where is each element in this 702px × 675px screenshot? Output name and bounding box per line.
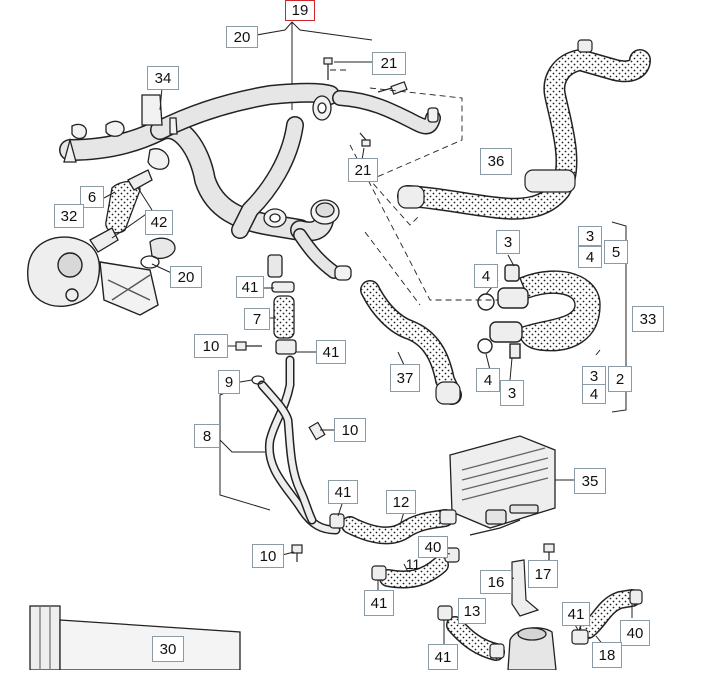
- callout-30[interactable]: 30: [152, 636, 184, 662]
- callout-41[interactable]: 41: [562, 602, 590, 626]
- pipe-outlets: [63, 94, 439, 281]
- callout-9[interactable]: 9: [218, 370, 240, 394]
- callout-20[interactable]: 20: [226, 26, 258, 48]
- callout-13[interactable]: 13: [458, 598, 486, 624]
- callout-4[interactable]: 4: [474, 264, 498, 288]
- callout-7[interactable]: 7: [244, 308, 270, 330]
- callout-35[interactable]: 35: [574, 468, 606, 494]
- callout-11[interactable]: 11: [405, 556, 421, 572]
- callout-3[interactable]: 3: [500, 380, 524, 406]
- callout-10[interactable]: 10: [252, 544, 284, 568]
- thermostat-housing: [507, 627, 557, 671]
- pipe-assembly-8: [257, 355, 341, 535]
- hose-37: [360, 280, 462, 405]
- callout-16[interactable]: 16: [480, 570, 512, 594]
- callout-36[interactable]: 36: [480, 148, 512, 175]
- callout-41[interactable]: 41: [236, 276, 264, 298]
- radiator: [29, 605, 241, 671]
- callout-40[interactable]: 40: [620, 620, 650, 646]
- callout-41[interactable]: 41: [328, 480, 358, 504]
- callout-34[interactable]: 34: [147, 66, 179, 90]
- callout-40[interactable]: 40: [418, 536, 448, 558]
- callout-41[interactable]: 41: [316, 340, 346, 364]
- callout-17[interactable]: 17: [528, 560, 558, 588]
- callout-10[interactable]: 10: [194, 334, 228, 358]
- small-hoses-upper: [89, 169, 176, 269]
- callout-41[interactable]: 41: [428, 644, 458, 670]
- callout-19[interactable]: 19: [285, 0, 315, 21]
- callout-4[interactable]: 4: [578, 246, 602, 268]
- hose-33: [477, 264, 601, 359]
- callout-41[interactable]: 41: [364, 590, 394, 616]
- callout-18[interactable]: 18: [592, 642, 622, 668]
- bracket-8: [219, 389, 271, 511]
- callout-42[interactable]: 42: [145, 210, 173, 235]
- callout-3[interactable]: 3: [578, 226, 602, 246]
- callout-6[interactable]: 6: [80, 186, 104, 208]
- callout-3[interactable]: 3: [496, 230, 520, 254]
- callout-12[interactable]: 12: [386, 490, 416, 514]
- callout-2[interactable]: 2: [608, 366, 632, 392]
- callout-21[interactable]: 21: [348, 158, 378, 182]
- callout-5[interactable]: 5: [604, 240, 628, 264]
- callout-4[interactable]: 4: [476, 368, 500, 392]
- callout-37[interactable]: 37: [390, 364, 420, 392]
- bracket-16: [511, 543, 555, 617]
- oil-cooler: [449, 435, 556, 536]
- hose-36: [397, 39, 651, 220]
- water-pump: [27, 236, 159, 316]
- hose-7: [267, 254, 297, 355]
- callout-3[interactable]: 3: [582, 366, 606, 386]
- callout-4[interactable]: 4: [582, 384, 606, 404]
- lower-clamps: [329, 509, 643, 659]
- callout-32[interactable]: 32: [54, 204, 84, 228]
- callout-10[interactable]: 10: [334, 418, 366, 442]
- callout-33[interactable]: 33: [632, 306, 664, 332]
- callout-20[interactable]: 20: [170, 266, 202, 288]
- callout-21[interactable]: 21: [372, 52, 406, 75]
- callout-8[interactable]: 8: [194, 424, 220, 448]
- dashed-leaders: [330, 69, 498, 306]
- coolant-pipe-assembly: [59, 82, 441, 279]
